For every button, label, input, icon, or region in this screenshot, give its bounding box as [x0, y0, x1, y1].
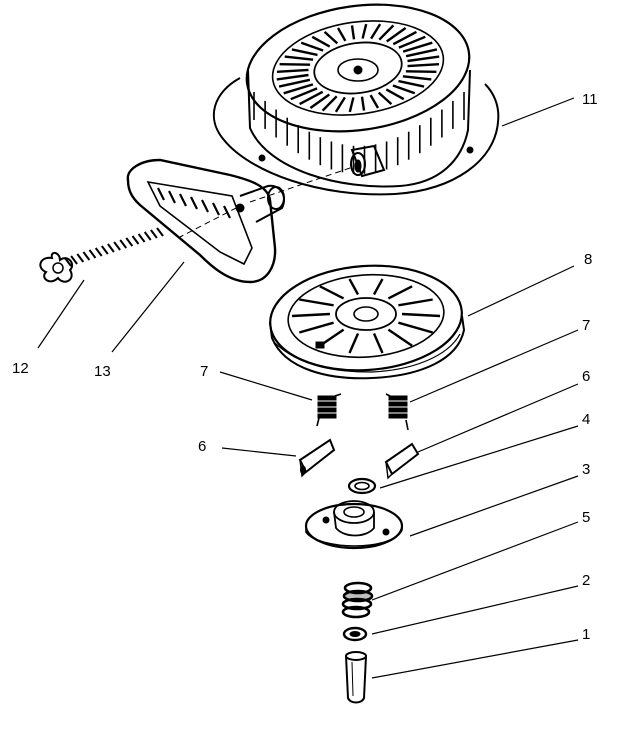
leader-5 [371, 521, 579, 601]
leader-6-right [417, 383, 579, 453]
pulley [269, 264, 466, 380]
compression-spring-part-5 [341, 581, 374, 619]
flange-hole [466, 146, 474, 154]
retainer-part-3 [304, 500, 404, 550]
callout-2: 2 [582, 572, 590, 589]
pawl-left [298, 438, 336, 478]
flange-hole [258, 154, 266, 162]
leader-7-right [409, 329, 579, 403]
leader-1 [371, 639, 579, 679]
starter-housing [212, 3, 500, 196]
callout-13: 13 [94, 363, 111, 380]
pawl-spring-right [385, 393, 409, 431]
callout-6-right: 6 [582, 368, 590, 385]
leader-11 [501, 97, 575, 127]
leader-6-left [221, 447, 297, 457]
leader-13 [111, 261, 185, 353]
washer-part-4 [347, 477, 377, 495]
housing-cooling-slots [276, 23, 440, 113]
callout-8: 8 [584, 251, 592, 268]
callout-4: 4 [582, 411, 590, 428]
callout-12: 12 [12, 360, 29, 377]
leader-4 [379, 425, 579, 489]
leader-12 [37, 279, 85, 349]
callout-7-right: 7 [582, 317, 590, 334]
starter-rope [39, 227, 164, 283]
pawl-spring-left [316, 393, 342, 427]
leader-3 [409, 475, 579, 537]
leader-7-left [219, 371, 313, 401]
callout-7-left: 7 [200, 363, 208, 380]
washer-part-2 [342, 626, 368, 642]
leader-2 [371, 585, 579, 635]
pawl-right [384, 442, 420, 480]
callout-1: 1 [582, 626, 590, 643]
callout-labels: 11 8 7 6 4 3 5 2 1 12 13 7 6 [12, 91, 598, 643]
callout-3: 3 [582, 461, 590, 478]
callout-6-left: 6 [198, 438, 206, 455]
leader-lines [37, 97, 579, 679]
callout-5: 5 [582, 509, 590, 526]
leader-8 [467, 265, 575, 317]
pin-part-1 [345, 651, 367, 704]
callout-11: 11 [582, 91, 598, 108]
starter-handle [126, 158, 351, 284]
